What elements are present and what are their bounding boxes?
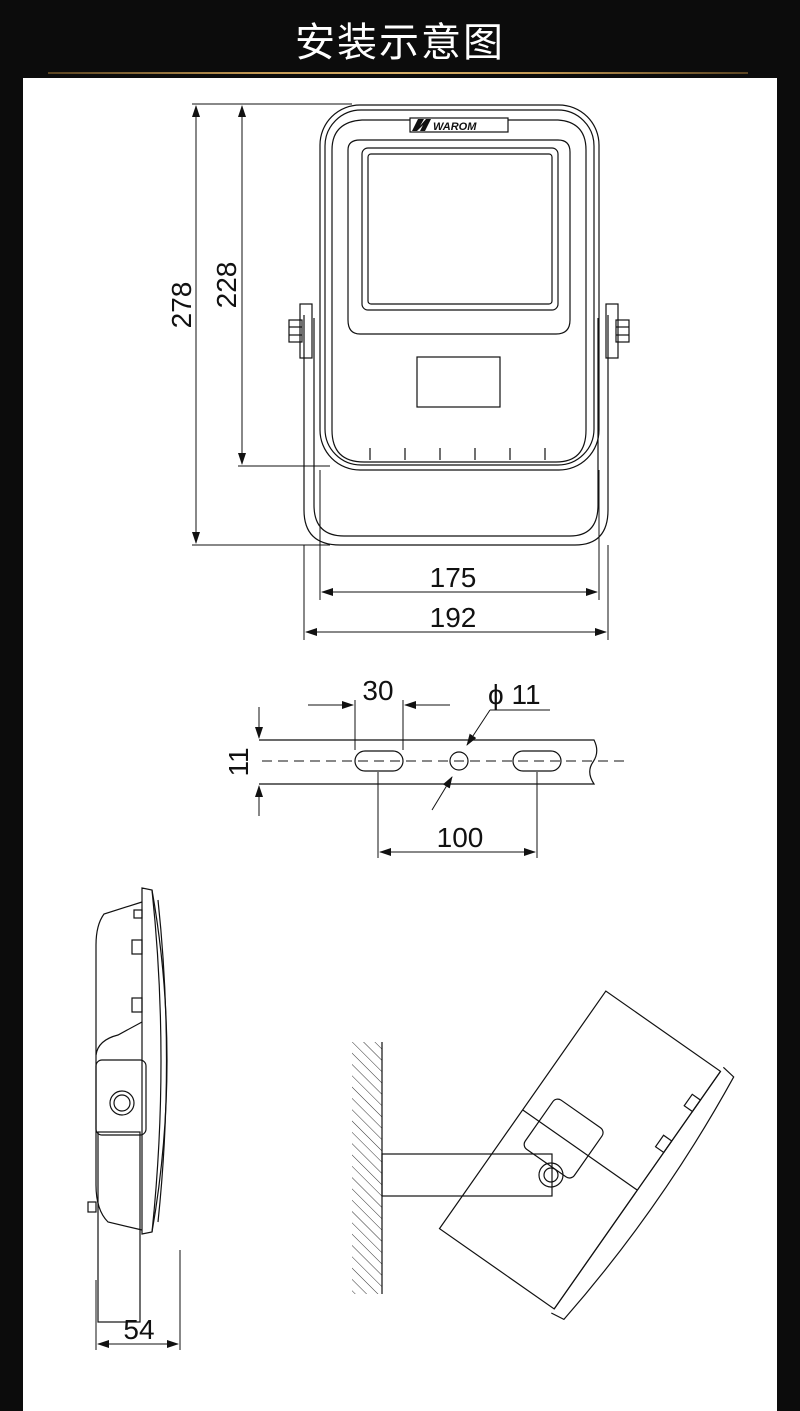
nameplate xyxy=(416,356,501,408)
bracket-bar xyxy=(259,739,598,785)
wall-hatch xyxy=(352,1042,382,1294)
wall-arm xyxy=(381,1153,553,1197)
side-dimensions xyxy=(95,1250,181,1350)
side-pivot-bolt-icon xyxy=(109,1090,135,1116)
brand-label: WAROM xyxy=(433,121,477,133)
dim-total-height: 278 xyxy=(166,282,197,329)
mounting-bracket xyxy=(303,315,609,546)
dim-slot-length: 30 xyxy=(362,675,393,706)
warom-logo-icon xyxy=(412,119,431,131)
side-view xyxy=(87,887,168,1323)
side-bracket-arm xyxy=(97,1131,141,1323)
dim-total-width: 192 xyxy=(430,602,477,633)
side-housing xyxy=(95,901,143,1231)
mounting-hole xyxy=(449,751,469,771)
title-underline xyxy=(48,72,748,74)
front-dimensions xyxy=(192,103,609,640)
left-pivot-bolt-icon xyxy=(288,303,313,359)
dim-body-height: 228 xyxy=(211,262,242,309)
diagram-panel xyxy=(23,78,777,1411)
bracket-bar-view xyxy=(259,739,628,785)
lens-window xyxy=(347,139,571,335)
dim-bar-height: 11 xyxy=(223,747,254,776)
front-view: WAROM xyxy=(288,104,630,546)
wall-mount-view xyxy=(352,990,735,1321)
mounting-slot-left xyxy=(354,750,404,772)
dim-hole-diameter: ϕ 11 xyxy=(488,679,541,710)
dim-body-width: 175 xyxy=(430,562,477,593)
bracket-dimensions xyxy=(255,700,550,858)
header: 安装示意图 xyxy=(0,0,800,75)
dim-depth: 54 xyxy=(123,1314,154,1345)
dim-slot-spacing: 100 xyxy=(437,822,484,853)
cooling-fins xyxy=(369,448,546,460)
side-lens-face xyxy=(141,887,168,1235)
lamp-housing xyxy=(319,104,600,471)
mounting-slot-right xyxy=(512,750,562,772)
page-title: 安装示意图 xyxy=(295,20,505,66)
right-pivot-bolt-icon xyxy=(605,303,630,359)
